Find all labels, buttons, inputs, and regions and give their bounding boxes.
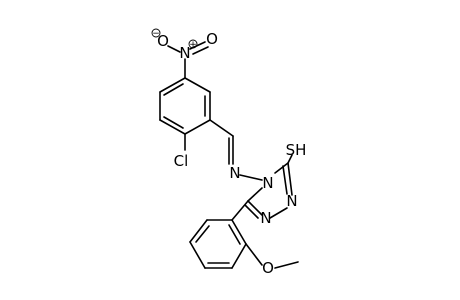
triazole-ring bbox=[244, 162, 293, 219]
atom-n-nitro: N bbox=[179, 44, 190, 62]
bond-n4-c3 bbox=[274, 162, 289, 174]
bond-c-o-methoxy bbox=[245, 243, 263, 266]
methoxy-group bbox=[245, 243, 299, 269]
atom-n-triazole-lower: N bbox=[260, 209, 271, 227]
bond-n1-c5 bbox=[247, 200, 263, 216]
nitrophenyl-ring bbox=[159, 77, 211, 135]
bond-ring1-c bbox=[184, 119, 211, 135]
atom-n-triazole-upper: N bbox=[286, 192, 297, 210]
bond-ring2-double-1 bbox=[195, 225, 210, 243]
imine-linkage bbox=[209, 119, 263, 181]
charge-circle-plus bbox=[188, 39, 198, 49]
bond-n2-n1 bbox=[269, 207, 288, 219]
atom-n-imine: N bbox=[229, 164, 240, 182]
bond-ring1-a bbox=[184, 77, 211, 93]
bond-c3-n2 bbox=[287, 162, 293, 196]
bond-ring2-double-3 bbox=[228, 224, 241, 245]
nitro-group bbox=[167, 41, 209, 79]
bond-n-n bbox=[239, 174, 263, 181]
methoxyphenyl-ring bbox=[189, 219, 247, 269]
bond-ring1-double-3 bbox=[163, 83, 184, 96]
bond-ring1-double-2 bbox=[163, 116, 184, 129]
atom-o-minus: O bbox=[157, 32, 169, 50]
bond-ring1-f bbox=[159, 77, 186, 93]
atom-sh: SH bbox=[286, 141, 307, 159]
bond-n1-c5-double bbox=[244, 204, 259, 219]
bond-ring-ch bbox=[209, 119, 234, 137]
bond-c5-n4 bbox=[247, 187, 263, 202]
atom-n-ring: N bbox=[262, 174, 273, 192]
atom-cl: Cl bbox=[174, 152, 189, 170]
bond-c-sh bbox=[287, 154, 293, 164]
bond-ring2-b bbox=[189, 219, 208, 243]
charge-circle-minus bbox=[151, 28, 161, 38]
bond-ring2-e bbox=[231, 243, 247, 269]
charge-minus: − bbox=[152, 29, 160, 39]
bond-c3-n2-double bbox=[282, 165, 288, 195]
bond-triazole-phenyl bbox=[231, 200, 249, 221]
bond-ring1-d bbox=[159, 119, 186, 135]
bond-ring2-f bbox=[231, 219, 247, 245]
bond-n-o-double-b bbox=[192, 46, 209, 55]
atom-o-methoxy: O bbox=[262, 259, 274, 277]
atom-o-nitro: O bbox=[206, 30, 218, 48]
bond-n-o-minus bbox=[167, 45, 181, 53]
charge-plus: + bbox=[189, 40, 197, 50]
bond-ring2-c bbox=[189, 241, 206, 269]
bond-o-ch3 bbox=[274, 261, 299, 269]
